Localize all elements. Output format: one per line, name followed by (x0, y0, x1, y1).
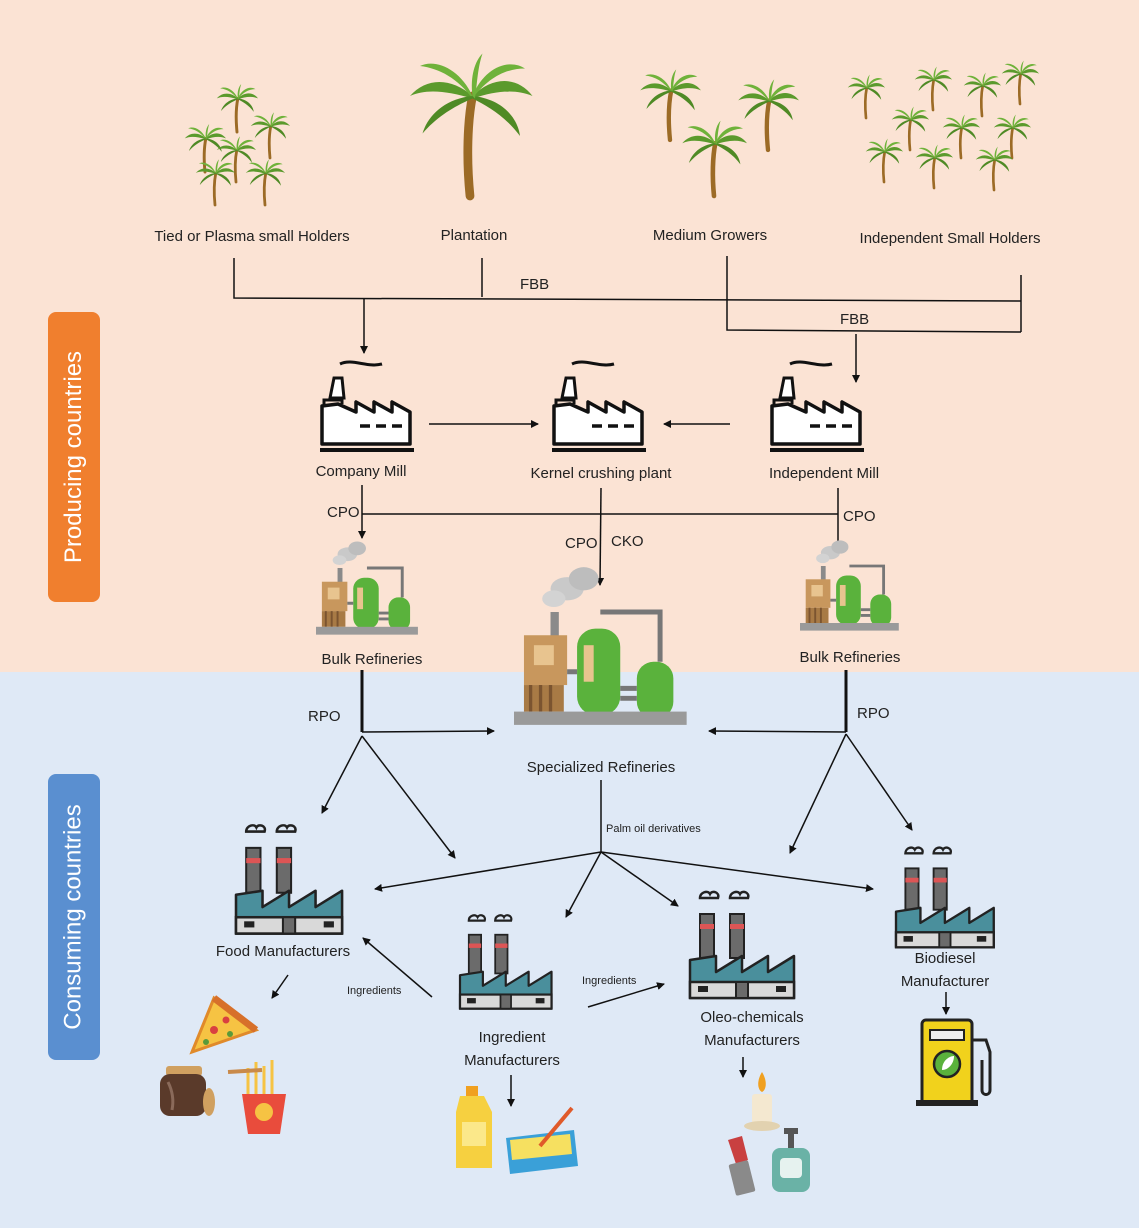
soap-bottle-icon (772, 1128, 810, 1192)
fbb-label: FBB (520, 276, 550, 293)
cko-label: CKO (611, 533, 644, 550)
independent-mill-label: Independent Mill (768, 465, 880, 482)
kernel-crushing-plant-label: Kernel crushing plant (530, 465, 672, 482)
ingredient-manufacturers-label: Ingredient Manufacturers (464, 1029, 560, 1069)
ingredients-label-left: Ingredients (347, 985, 402, 997)
oil-bottle-icon (456, 1086, 492, 1168)
biodiesel-manufacturer-label: Biodiesel Manufacturer (900, 950, 990, 990)
pizza-icon (189, 995, 260, 1055)
consuming-countries-label: Consuming countries (60, 804, 88, 1030)
palm-oil-derivatives-label: Palm oil derivatives (606, 823, 701, 835)
butter-icon (506, 1106, 578, 1174)
independent-smallholders-label: Independent Small Holders (859, 230, 1041, 247)
food-manufacturers-label: Food Manufacturers (215, 943, 351, 960)
oleo-chemicals-manufacturers-label: Oleo-chemicals Manufacturers (700, 1009, 804, 1049)
noodles-icon (227, 1060, 286, 1134)
lipstick-icon (728, 1136, 756, 1196)
candle-icon (744, 1072, 780, 1131)
medium-growers-label: Medium Growers (652, 227, 768, 244)
company-mill-label: Company Mill (315, 463, 407, 480)
tied-smallholders-label: Tied or Plasma small Holders (154, 228, 350, 245)
cpo-label-center: CPO (565, 535, 598, 552)
rpo-label-right: RPO (857, 705, 890, 722)
cpo-label-left: CPO (327, 504, 360, 521)
ingredients-label-right: Ingredients (582, 975, 637, 987)
cpo-label-right: CPO (843, 508, 876, 525)
plantation-label: Plantation (440, 227, 508, 244)
mill-flow-lines (358, 420, 842, 586)
jar-icon (160, 1066, 215, 1116)
fuel-pump-icon (916, 1018, 992, 1106)
bulk-refineries-label-right: Bulk Refineries (799, 649, 901, 666)
fbb-label-2: FBB (840, 311, 870, 328)
rpo-label-left: RPO (308, 708, 341, 725)
bulk-refineries-label-left: Bulk Refineries (321, 651, 423, 668)
consuming-countries-tab: Consuming countries (48, 774, 100, 1060)
producing-region-bg (0, 0, 1139, 672)
rpo-flow-lines (271, 670, 950, 1107)
fbb-flow-lines (233, 256, 1022, 383)
specialized-refineries-label: Specialized Refineries (526, 759, 676, 776)
producing-countries-tab: Producing countries (48, 312, 100, 602)
producing-countries-label: Producing countries (60, 350, 87, 564)
